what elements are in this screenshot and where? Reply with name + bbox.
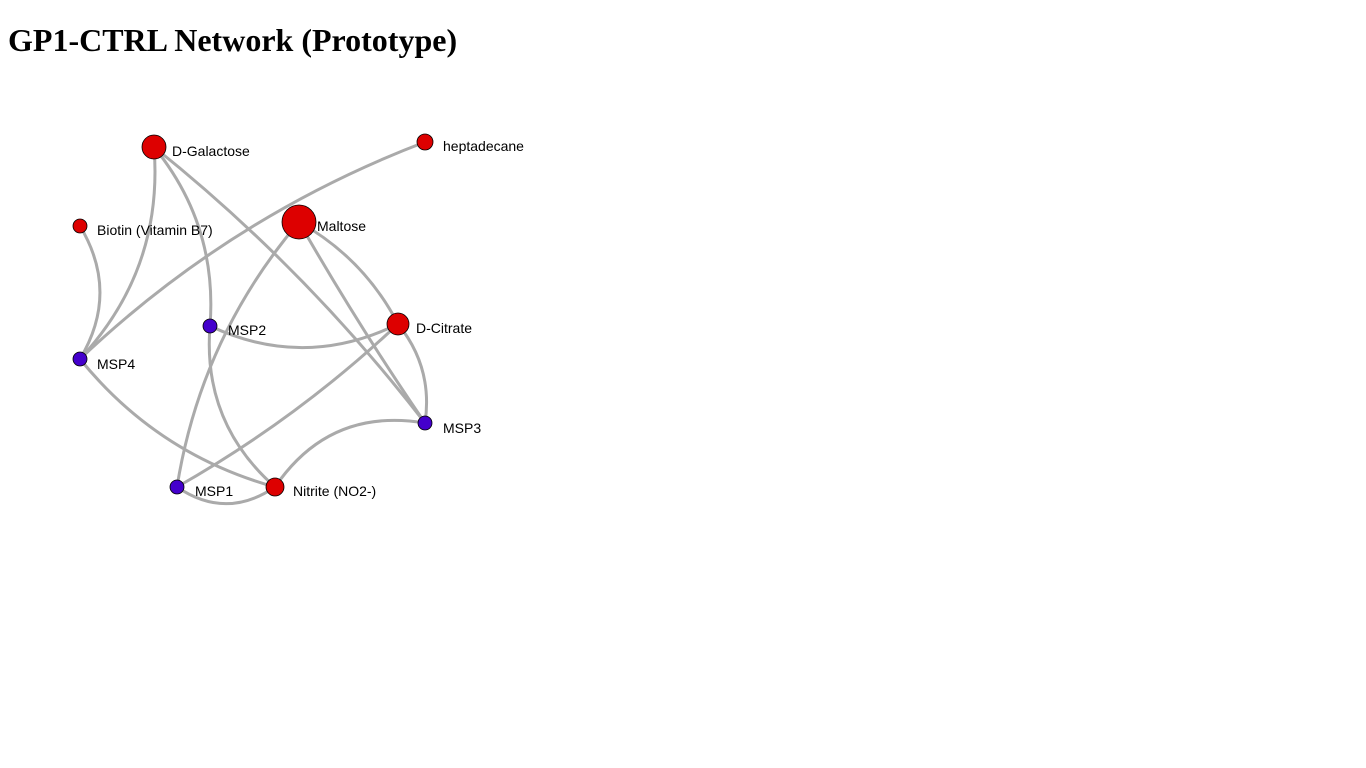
edge-d-galactose-msp4 <box>78 146 157 361</box>
node-msp1[interactable] <box>169 479 185 495</box>
node-msp4[interactable] <box>72 351 88 367</box>
edge-maltose-msp3 <box>297 221 427 424</box>
edge-biotin-msp4 <box>78 225 102 360</box>
page-title: GP1-CTRL Network (Prototype) <box>8 22 458 58</box>
node-label-d-citrate: D-Citrate <box>416 320 472 336</box>
node-maltose[interactable] <box>281 204 317 240</box>
node-biotin[interactable] <box>72 218 88 234</box>
node-msp3[interactable] <box>417 415 433 431</box>
edges-layer <box>78 140 429 506</box>
edge-msp4-nitrite <box>78 358 276 489</box>
node-label-maltose: Maltose <box>317 218 366 234</box>
edge-d-galactose-msp2 <box>152 146 213 327</box>
node-d-citrate[interactable] <box>386 312 410 336</box>
edge-d-citrate-msp1 <box>176 322 400 489</box>
edge-d-citrate-msp3 <box>396 323 429 424</box>
edge-d-galactose-msp3 <box>153 145 427 424</box>
node-heptadecane[interactable] <box>416 133 434 151</box>
node-label-msp4: MSP4 <box>97 356 135 372</box>
edge-maltose-d-citrate <box>298 220 400 325</box>
edge-msp3-nitrite <box>273 418 426 488</box>
edge-msp1-nitrite <box>176 485 276 506</box>
node-label-msp3: MSP3 <box>443 420 481 436</box>
node-label-d-galactose: D-Galactose <box>172 143 250 159</box>
node-msp2[interactable] <box>202 318 218 334</box>
edge-msp2-d-citrate <box>209 322 399 350</box>
node-label-nitrite: Nitrite (NO2-) <box>293 483 376 499</box>
nodes-layer <box>72 133 434 497</box>
edge-heptadecane-msp4 <box>78 140 426 361</box>
node-label-biotin: Biotin (Vitamin B7) <box>97 222 213 238</box>
node-label-msp2: MSP2 <box>228 322 266 338</box>
node-d-galactose[interactable] <box>141 134 167 160</box>
node-label-heptadecane: heptadecane <box>443 138 524 154</box>
edge-msp2-nitrite <box>207 325 276 489</box>
node-nitrite[interactable] <box>265 477 285 497</box>
node-label-msp1: MSP1 <box>195 483 233 499</box>
